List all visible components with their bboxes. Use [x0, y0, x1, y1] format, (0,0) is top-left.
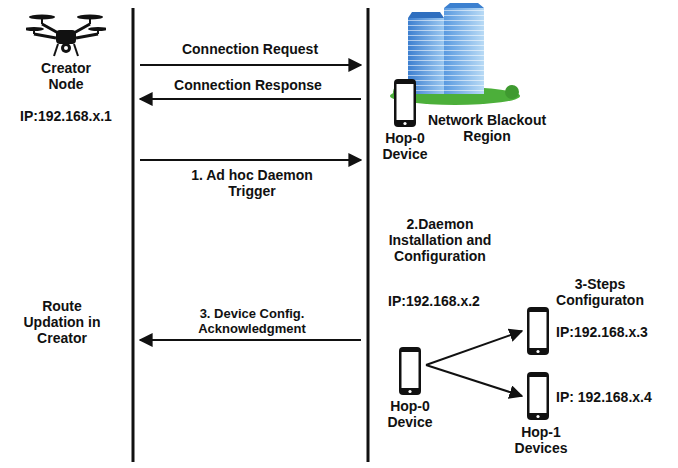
diagram-label: Connection Response [143, 77, 353, 93]
message-arrow [140, 64, 361, 66]
node-title: Hop-0 Device [379, 398, 441, 430]
device-node: IP:192.168.x.3 [526, 306, 648, 356]
phone-icon [398, 346, 422, 396]
node-title: Creator Node [31, 60, 101, 92]
device-node: Hop-0 Device [379, 346, 441, 430]
node-text-group: IP:192.168.x.3 [556, 322, 648, 340]
lifeline [367, 8, 370, 462]
phone-icon [526, 306, 550, 356]
message-arrow [140, 159, 361, 161]
diagram-label: Hop-1 Devices [510, 424, 572, 456]
device-node: Hop-0 Device [374, 78, 436, 162]
drone-icon [26, 12, 106, 58]
diagram-label: Network Blackout Region [421, 112, 553, 144]
node-title: IP: 192.168.x.4 [556, 389, 652, 405]
node-title: Hop-0 Device [374, 130, 436, 162]
diagram-label: 1. Ad hoc Daemon Trigger [183, 167, 321, 199]
diagram-label: 2.Daemon Installation and Configuration [377, 216, 503, 264]
message-arrow [140, 98, 361, 100]
phone-icon [393, 78, 417, 128]
node-text-group: IP: 192.168.x.4 [556, 387, 652, 405]
node-address: IP:192.168.x.1 [2, 108, 130, 124]
message-arrow [140, 339, 361, 341]
diagram-label: 3-Steps Configuraton [550, 276, 650, 308]
device-node: IP: 192.168.x.4 [526, 371, 652, 421]
lifeline [132, 8, 135, 462]
diagram-label: Route Updation in Creator [20, 298, 104, 346]
connector-arrow [426, 331, 522, 365]
device-node: Creator NodeIP:192.168.x.1 [2, 12, 130, 124]
diagram-label: IP:192.168.x.2 [369, 293, 499, 309]
phone-icon [526, 371, 550, 421]
diagram-label: 3. Device Config. Acknowledgment [177, 306, 327, 336]
diagram-label: Connection Request [145, 41, 355, 57]
node-title: IP:192.168.x.3 [556, 324, 648, 340]
connector-arrow [426, 365, 522, 396]
